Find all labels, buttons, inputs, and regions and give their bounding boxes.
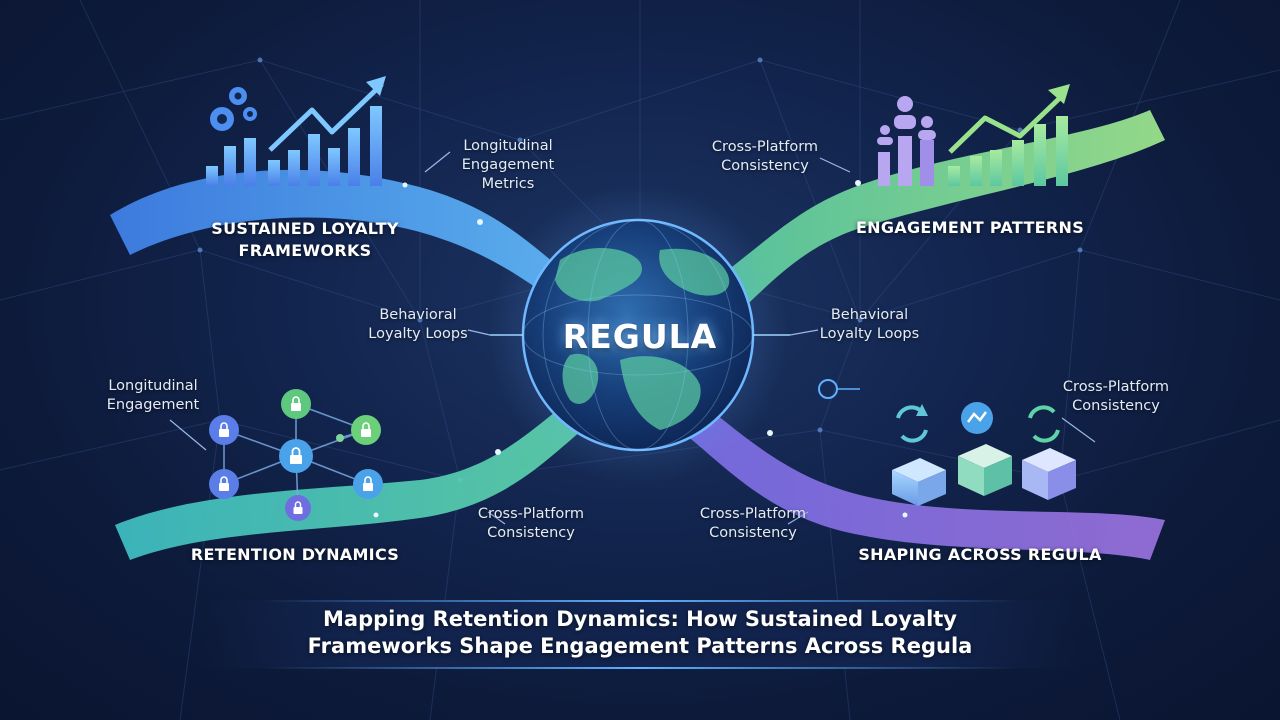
callout-behavioral-right: Behavioral Loyalty Loops [819, 307, 920, 342]
callout-behavioral-left: Behavioral Loyalty Loops [368, 307, 468, 342]
sensor-node-icon [818, 379, 838, 399]
panel-title-engagement-patterns: ENGAGEMENT PATTERNS [855, 218, 1085, 237]
banner-bottom-rule [260, 667, 1020, 669]
callout-cross-platform-right: Cross-Platform Consistency [1062, 379, 1170, 414]
data-cubes-icon [892, 444, 1076, 506]
panel-title-shaping-across-regula: SHAPING ACROSS REGULA [858, 545, 1102, 564]
globe-continents [555, 247, 730, 430]
ribbon-glints [373, 180, 908, 518]
gears-icon [210, 87, 257, 131]
green-ribbon [700, 110, 1165, 330]
callout-cross-platform-bottom-left: Cross-Platform Consistency [477, 506, 585, 541]
purple-ribbon [680, 395, 1165, 560]
blue-ribbon [110, 169, 600, 330]
engagement-bar-chart-icon [878, 116, 1068, 186]
callout-longitudinal-engagement: Longitudinal Engagement [106, 378, 200, 413]
teal-ribbon [115, 385, 600, 560]
callout-cross-platform-top: Cross-Platform Consistency [711, 139, 819, 174]
sync-icon-right [1028, 405, 1060, 443]
headline-line-2: Frameworks Shape Engagement Patterns Acr… [307, 634, 973, 658]
growth-trend-arrow [268, 82, 384, 152]
sync-icon-left-arrowheads [916, 404, 928, 416]
growth-arrow-head [366, 76, 386, 96]
engagement-trend-arrow [948, 92, 1066, 154]
analytics-badge-trend [967, 411, 987, 423]
callout-leaders [169, 151, 1096, 525]
callout-longitudinal-metrics: Longitudinal Engagement Metrics [461, 138, 555, 192]
callout-cross-platform-bottom-right: Cross-Platform Consistency [699, 506, 807, 541]
padlock-glyphs [219, 396, 373, 514]
globe-label: REGULA [562, 317, 718, 356]
panel-title-retention-dynamics: RETENTION DYNAMICS [190, 545, 400, 564]
users-icon [877, 96, 936, 145]
headline: Mapping Retention Dynamics: How Sustaine… [200, 606, 1080, 660]
headline-banner [200, 600, 1080, 668]
engagement-arrow-head [1048, 84, 1070, 104]
panel-title-sustained-loyalty: SUSTAINED LOYALTY FRAMEWORKS [211, 219, 399, 260]
banner-top-rule [260, 600, 1020, 602]
headline-line-1: Mapping Retention Dynamics: How Sustaine… [323, 607, 957, 631]
growth-bar-chart-icon [206, 106, 382, 186]
